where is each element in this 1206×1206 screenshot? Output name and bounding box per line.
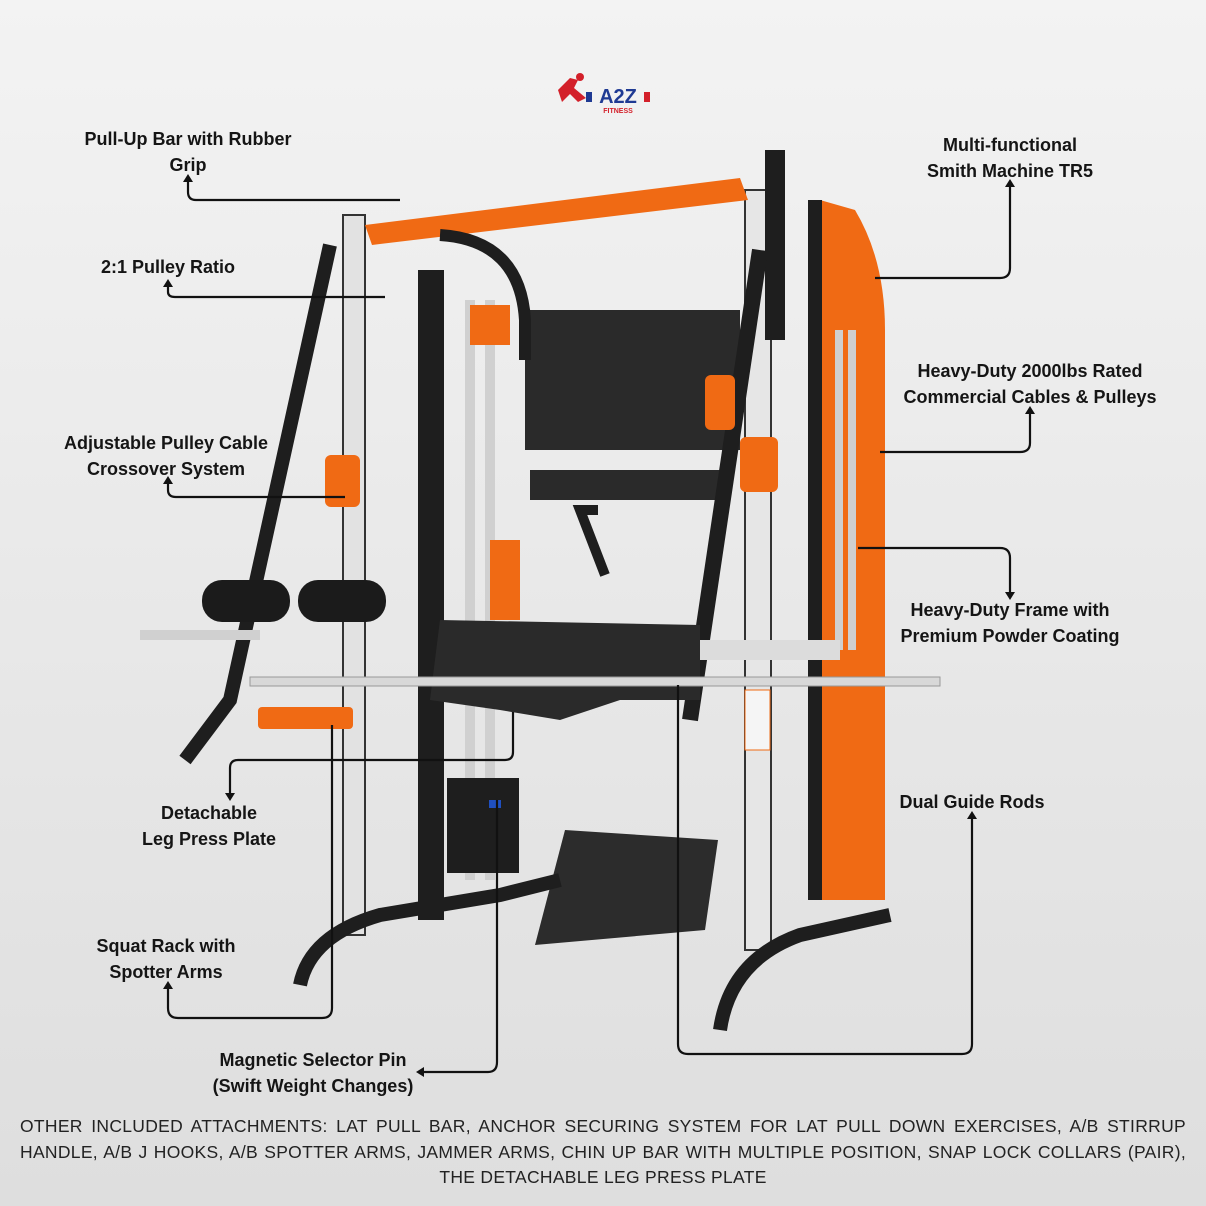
arrowheads bbox=[163, 174, 1035, 1077]
a2z-fitness-logo: A2Z FITNESS bbox=[558, 73, 650, 115]
callout-text: Smith Machine TR5 bbox=[926, 161, 1094, 181]
leg-press-plate bbox=[535, 830, 718, 945]
callout-text: Crossover System bbox=[86, 459, 246, 479]
callout-pulley-ratio: 2:1 Pulley Ratio bbox=[101, 254, 235, 280]
pulley-cable-left bbox=[325, 455, 360, 507]
callout-text: Pull-Up Bar with Rubber bbox=[84, 129, 292, 149]
attachments-footer: OTHER INCLUDED ATTACHMENTS: LAT PULL BAR… bbox=[20, 1116, 1186, 1187]
callout-text: Magnetic Selector Pin bbox=[219, 1050, 407, 1070]
callout-guide-rods: Dual Guide Rods bbox=[899, 789, 1044, 815]
callout-text: Dual Guide Rods bbox=[899, 792, 1045, 812]
svg-text:A2Z: A2Z bbox=[599, 86, 637, 108]
callout-text: Commercial Cables & Pulleys bbox=[903, 387, 1157, 407]
callout-text: Adjustable Pulley Cable bbox=[63, 433, 269, 453]
callout-text: Detachable bbox=[160, 803, 258, 823]
callout-text: Premium Powder Coating bbox=[900, 626, 1120, 646]
callout-text: Multi-functional bbox=[943, 135, 1077, 155]
weight-stack bbox=[447, 778, 519, 873]
callout-text: Heavy-Duty Frame with bbox=[910, 600, 1110, 620]
callout-text: Heavy-Duty 2000lbs Rated bbox=[917, 361, 1143, 381]
callout-text: 2:1 Pulley Ratio bbox=[100, 257, 236, 277]
connector-lines bbox=[166, 180, 1032, 1074]
svg-text:FITNESS: FITNESS bbox=[603, 108, 633, 115]
callout-text: (Swift Weight Changes) bbox=[212, 1076, 414, 1096]
pull-up-bar bbox=[365, 178, 748, 245]
callout-text: Spotter Arms bbox=[109, 962, 223, 982]
callout-text: Squat Rack with bbox=[96, 936, 236, 956]
pulley-cable-right bbox=[740, 437, 778, 492]
callout-text: Leg Press Plate bbox=[141, 829, 277, 849]
callout-selector-pin: Magnetic Selector Pin (Swift Weight Chang… bbox=[213, 1047, 414, 1099]
callout-text: Grip bbox=[169, 155, 207, 175]
